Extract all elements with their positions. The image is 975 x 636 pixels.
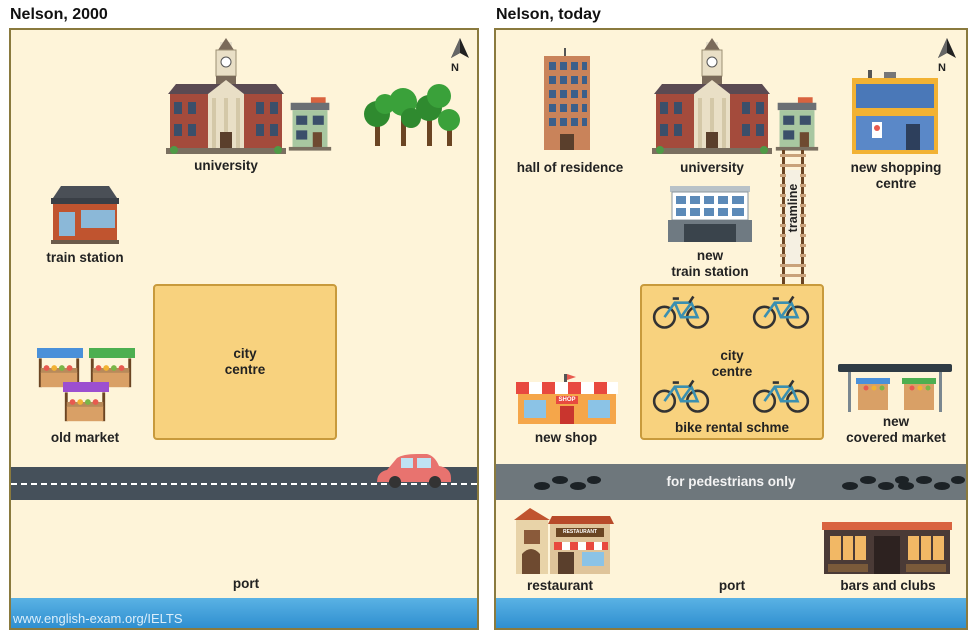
bars-and-clubs-icon <box>822 522 952 574</box>
new-covered-market-label: new covered market <box>846 414 946 445</box>
footprints-icon <box>896 472 966 494</box>
university-label: university <box>680 160 744 175</box>
port-label: port <box>232 576 260 591</box>
pedestrians-only-label: for pedestrians only <box>666 474 796 489</box>
train-station-icon <box>45 184 125 244</box>
new-shop-label: new shop <box>534 430 598 445</box>
restaurant-sign: RESTAURANT <box>562 529 598 535</box>
new-train-station-icon <box>666 186 754 244</box>
left-map-title: Nelson, 2000 <box>10 6 108 23</box>
university-building-icon <box>652 36 772 156</box>
city-centre-label: city centre <box>224 346 266 377</box>
new-train-station-label: new train station <box>671 248 749 279</box>
north-letter: N <box>938 62 946 74</box>
city-centre-area: city centre bike rental schme <box>640 284 824 440</box>
bike-icon <box>650 294 712 330</box>
port-label: port <box>718 578 746 593</box>
trees-icon <box>363 80 463 150</box>
restaurant-icon: RESTAURANT <box>510 504 614 574</box>
water <box>496 598 966 628</box>
university-label: university <box>194 158 258 173</box>
market-stall-icon <box>87 346 135 390</box>
shopping-centre-icon <box>848 70 942 154</box>
tramline-label-text: tramline <box>786 183 800 233</box>
bike-icon <box>650 378 712 414</box>
hall-of-residence-label: hall of residence <box>516 160 624 175</box>
map-nelson-2000: N university train station old market ci… <box>9 28 479 630</box>
small-house-icon <box>774 94 820 152</box>
old-market-label: old market <box>50 430 120 445</box>
city-centre-label: city centre <box>711 348 753 379</box>
small-house-icon <box>287 94 333 152</box>
tramline-label: tramline <box>780 174 806 244</box>
tramline-track <box>780 150 806 286</box>
north-letter: N <box>451 62 459 74</box>
shop-sign: SHOP <box>558 397 576 403</box>
map-nelson-today: N hall of residence university <box>494 28 968 630</box>
city-centre-area: city centre <box>153 284 337 440</box>
restaurant-label: restaurant <box>526 578 594 593</box>
shopping-centre-label: new shopping centre <box>850 160 942 191</box>
train-station-label: train station <box>46 250 124 265</box>
bike-icon <box>750 378 812 414</box>
water: www.english-exam.org/IELTS <box>11 598 477 628</box>
bike-rental-label: bike rental schme <box>674 420 790 435</box>
market-stall-icon <box>35 346 83 390</box>
watermark: www.english-exam.org/IELTS <box>13 611 183 626</box>
market-stall-icon <box>61 380 109 424</box>
university-building-icon <box>166 36 286 156</box>
bars-and-clubs-label: bars and clubs <box>840 578 936 593</box>
car-icon <box>373 454 453 490</box>
new-shop-icon: SHOP <box>514 374 620 424</box>
bike-icon <box>750 294 812 330</box>
footprints-icon <box>532 472 602 494</box>
pedestrian-street: for pedestrians only <box>496 464 966 500</box>
covered-market-icon <box>838 364 952 412</box>
right-map-title: Nelson, today <box>496 6 601 23</box>
hall-of-residence-icon <box>542 48 592 150</box>
